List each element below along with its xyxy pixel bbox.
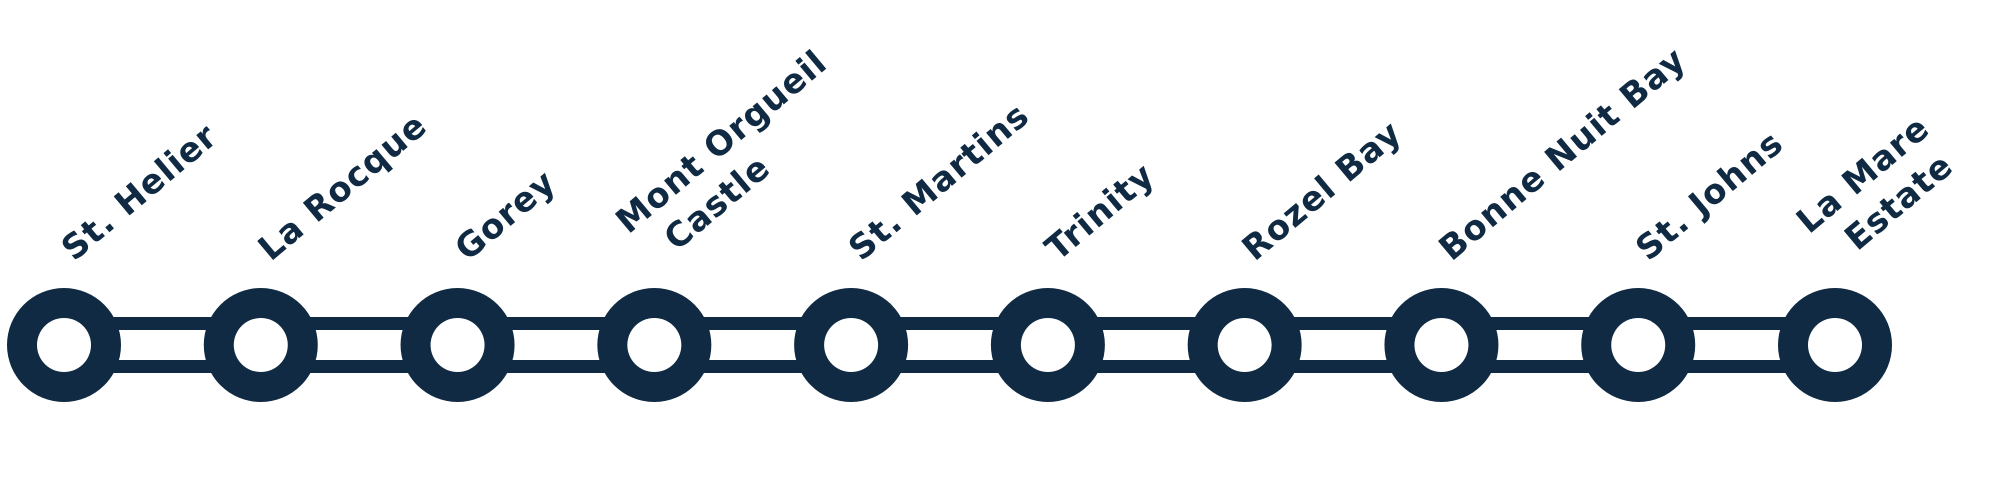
stop-hole <box>37 318 91 372</box>
stop-markers <box>7 288 1892 402</box>
route-segment-channel <box>497 330 615 360</box>
stop-marker <box>203 288 318 402</box>
stop-marker <box>1384 288 1499 402</box>
stop-hole <box>1611 318 1666 372</box>
stop-marker <box>1581 288 1696 402</box>
stop-hole <box>233 318 288 372</box>
stop-label: St. Helier <box>54 116 225 269</box>
stop-label: Rozel Bay <box>1235 113 1410 269</box>
route-segment-channel <box>104 330 221 360</box>
stop-marker <box>7 288 121 402</box>
stop-label-line: La Rocque <box>251 105 435 269</box>
route-segment-channel <box>694 330 812 360</box>
route-line <box>104 317 1795 373</box>
stop-label-line: Gorey <box>448 162 564 269</box>
stop-label-line: Trinity <box>1038 155 1163 269</box>
stop-marker <box>990 288 1105 402</box>
route-segment-channel <box>300 330 418 360</box>
route-segment-channel <box>1481 330 1599 360</box>
stop-label: La Rocque <box>251 105 435 269</box>
stop-label-line: Rozel Bay <box>1235 113 1410 269</box>
stop-hole <box>430 318 485 372</box>
stop-label-line: St. Johns <box>1628 123 1791 269</box>
stop-label: Mont OrgueilCastle <box>608 43 863 276</box>
stop-label: St. Martins <box>841 95 1037 269</box>
route-segment-channel <box>891 330 1008 360</box>
route-segment-channel <box>1678 330 1795 360</box>
stop-marker <box>400 288 515 402</box>
stop-label: Trinity <box>1038 155 1163 269</box>
stop-marker <box>794 288 909 402</box>
stop-hole <box>1414 318 1469 372</box>
stop-marker <box>1778 288 1892 402</box>
stop-hole <box>1020 318 1075 372</box>
route-segment-channel <box>1284 330 1402 360</box>
stop-hole <box>1217 318 1272 372</box>
stop-label: St. Johns <box>1628 123 1791 269</box>
stop-marker <box>1187 288 1302 402</box>
stop-label-line: St. Martins <box>841 95 1037 269</box>
stop-hole <box>824 318 879 372</box>
stop-label-line: St. Helier <box>54 116 225 269</box>
stop-label: La MareEstate <box>1789 108 1966 275</box>
route-segment-channel <box>1087 330 1205 360</box>
stop-label: Gorey <box>448 162 564 269</box>
stop-marker <box>597 288 712 402</box>
stop-hole <box>627 318 682 372</box>
stop-hole <box>1808 318 1862 372</box>
